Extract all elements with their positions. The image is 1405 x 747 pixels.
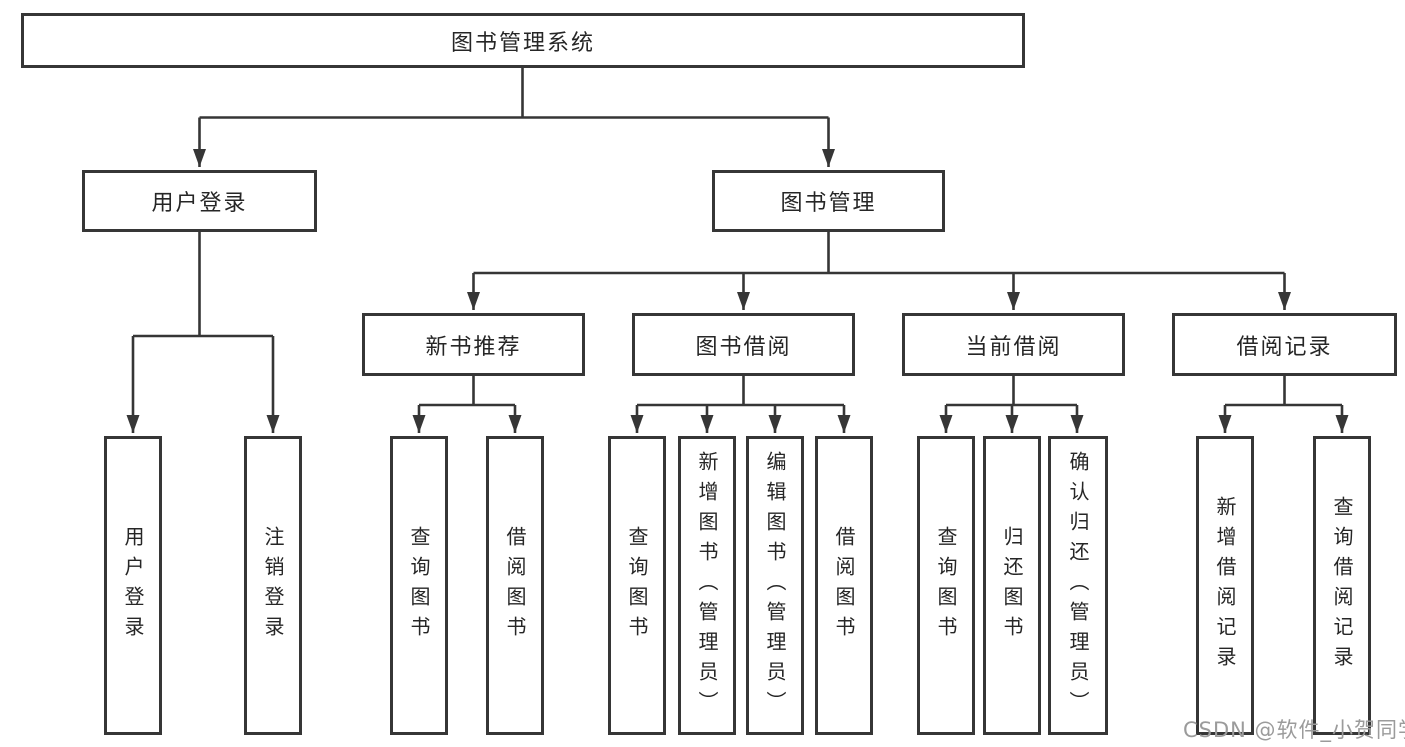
leaf-nb-borrow-books: 借阅图书 [486,436,544,735]
node-current-borrowing-label: 当前借阅 [965,334,1062,360]
node-current-borrowing: 当前借阅 [902,313,1125,376]
node-root-label: 图书管理系统 [450,30,595,56]
leaf-logout-label: 注销登录 [261,525,285,646]
leaf-br-query-record-label: 查询借阅记录 [1330,495,1354,676]
leaf-user-login-label: 用户登录 [121,525,145,646]
connector-trunks [133,68,1342,407]
leaf-bb-borrow-books-label: 借阅图书 [832,525,856,646]
leaf-bb-query-books: 查询图书 [608,436,666,735]
node-user-login-label: 用户登录 [151,191,248,216]
node-root: 图书管理系统 [21,13,1025,68]
leaf-cb-query-books: 查询图书 [917,436,975,735]
leaf-nb-borrow-books-label: 借阅图书 [503,525,527,646]
node-book-borrowing: 图书借阅 [632,313,855,376]
leaf-nb-query-books-label: 查询图书 [407,525,431,646]
node-book-management: 图书管理 [712,170,945,232]
leaf-cb-return-books: 归还图书 [983,436,1041,735]
leaf-bb-add-books-admin-label: 新增图书（管理员） [695,450,719,721]
leaf-nb-query-books: 查询图书 [390,436,448,735]
leaf-br-add-record: 新增借阅记录 [1196,436,1254,735]
leaf-user-login: 用户登录 [104,436,162,735]
leaf-cb-confirm-return-admin: 确认归还（管理员） [1048,436,1108,735]
node-new-book-recommend-label: 新书推荐 [425,334,522,360]
node-borrowing-records-label: 借阅记录 [1236,334,1333,360]
node-new-book-recommend: 新书推荐 [362,313,585,376]
leaf-bb-query-books-label: 查询图书 [625,525,649,646]
node-book-borrowing-label: 图书借阅 [695,334,792,360]
leaf-bb-add-books-admin: 新增图书（管理员） [678,436,736,735]
leaf-br-query-record: 查询借阅记录 [1313,436,1371,735]
leaf-bb-edit-books-admin-label: 编辑图书（管理员） [763,450,787,721]
leaf-cb-confirm-return-admin-label: 确认归还（管理员） [1066,450,1090,721]
node-user-login: 用户登录 [82,170,317,232]
watermark: CSDN @软件_小贺同学 [1183,718,1405,742]
leaf-br-add-record-label: 新增借阅记录 [1213,495,1237,676]
leaf-bb-edit-books-admin: 编辑图书（管理员） [746,436,804,735]
leaf-cb-query-books-label: 查询图书 [934,525,958,646]
leaf-cb-return-books-label: 归还图书 [1000,525,1024,646]
leaf-bb-borrow-books: 借阅图书 [815,436,873,735]
leaf-logout: 注销登录 [244,436,302,735]
node-borrowing-records: 借阅记录 [1172,313,1397,376]
node-book-management-label: 图书管理 [780,191,877,216]
